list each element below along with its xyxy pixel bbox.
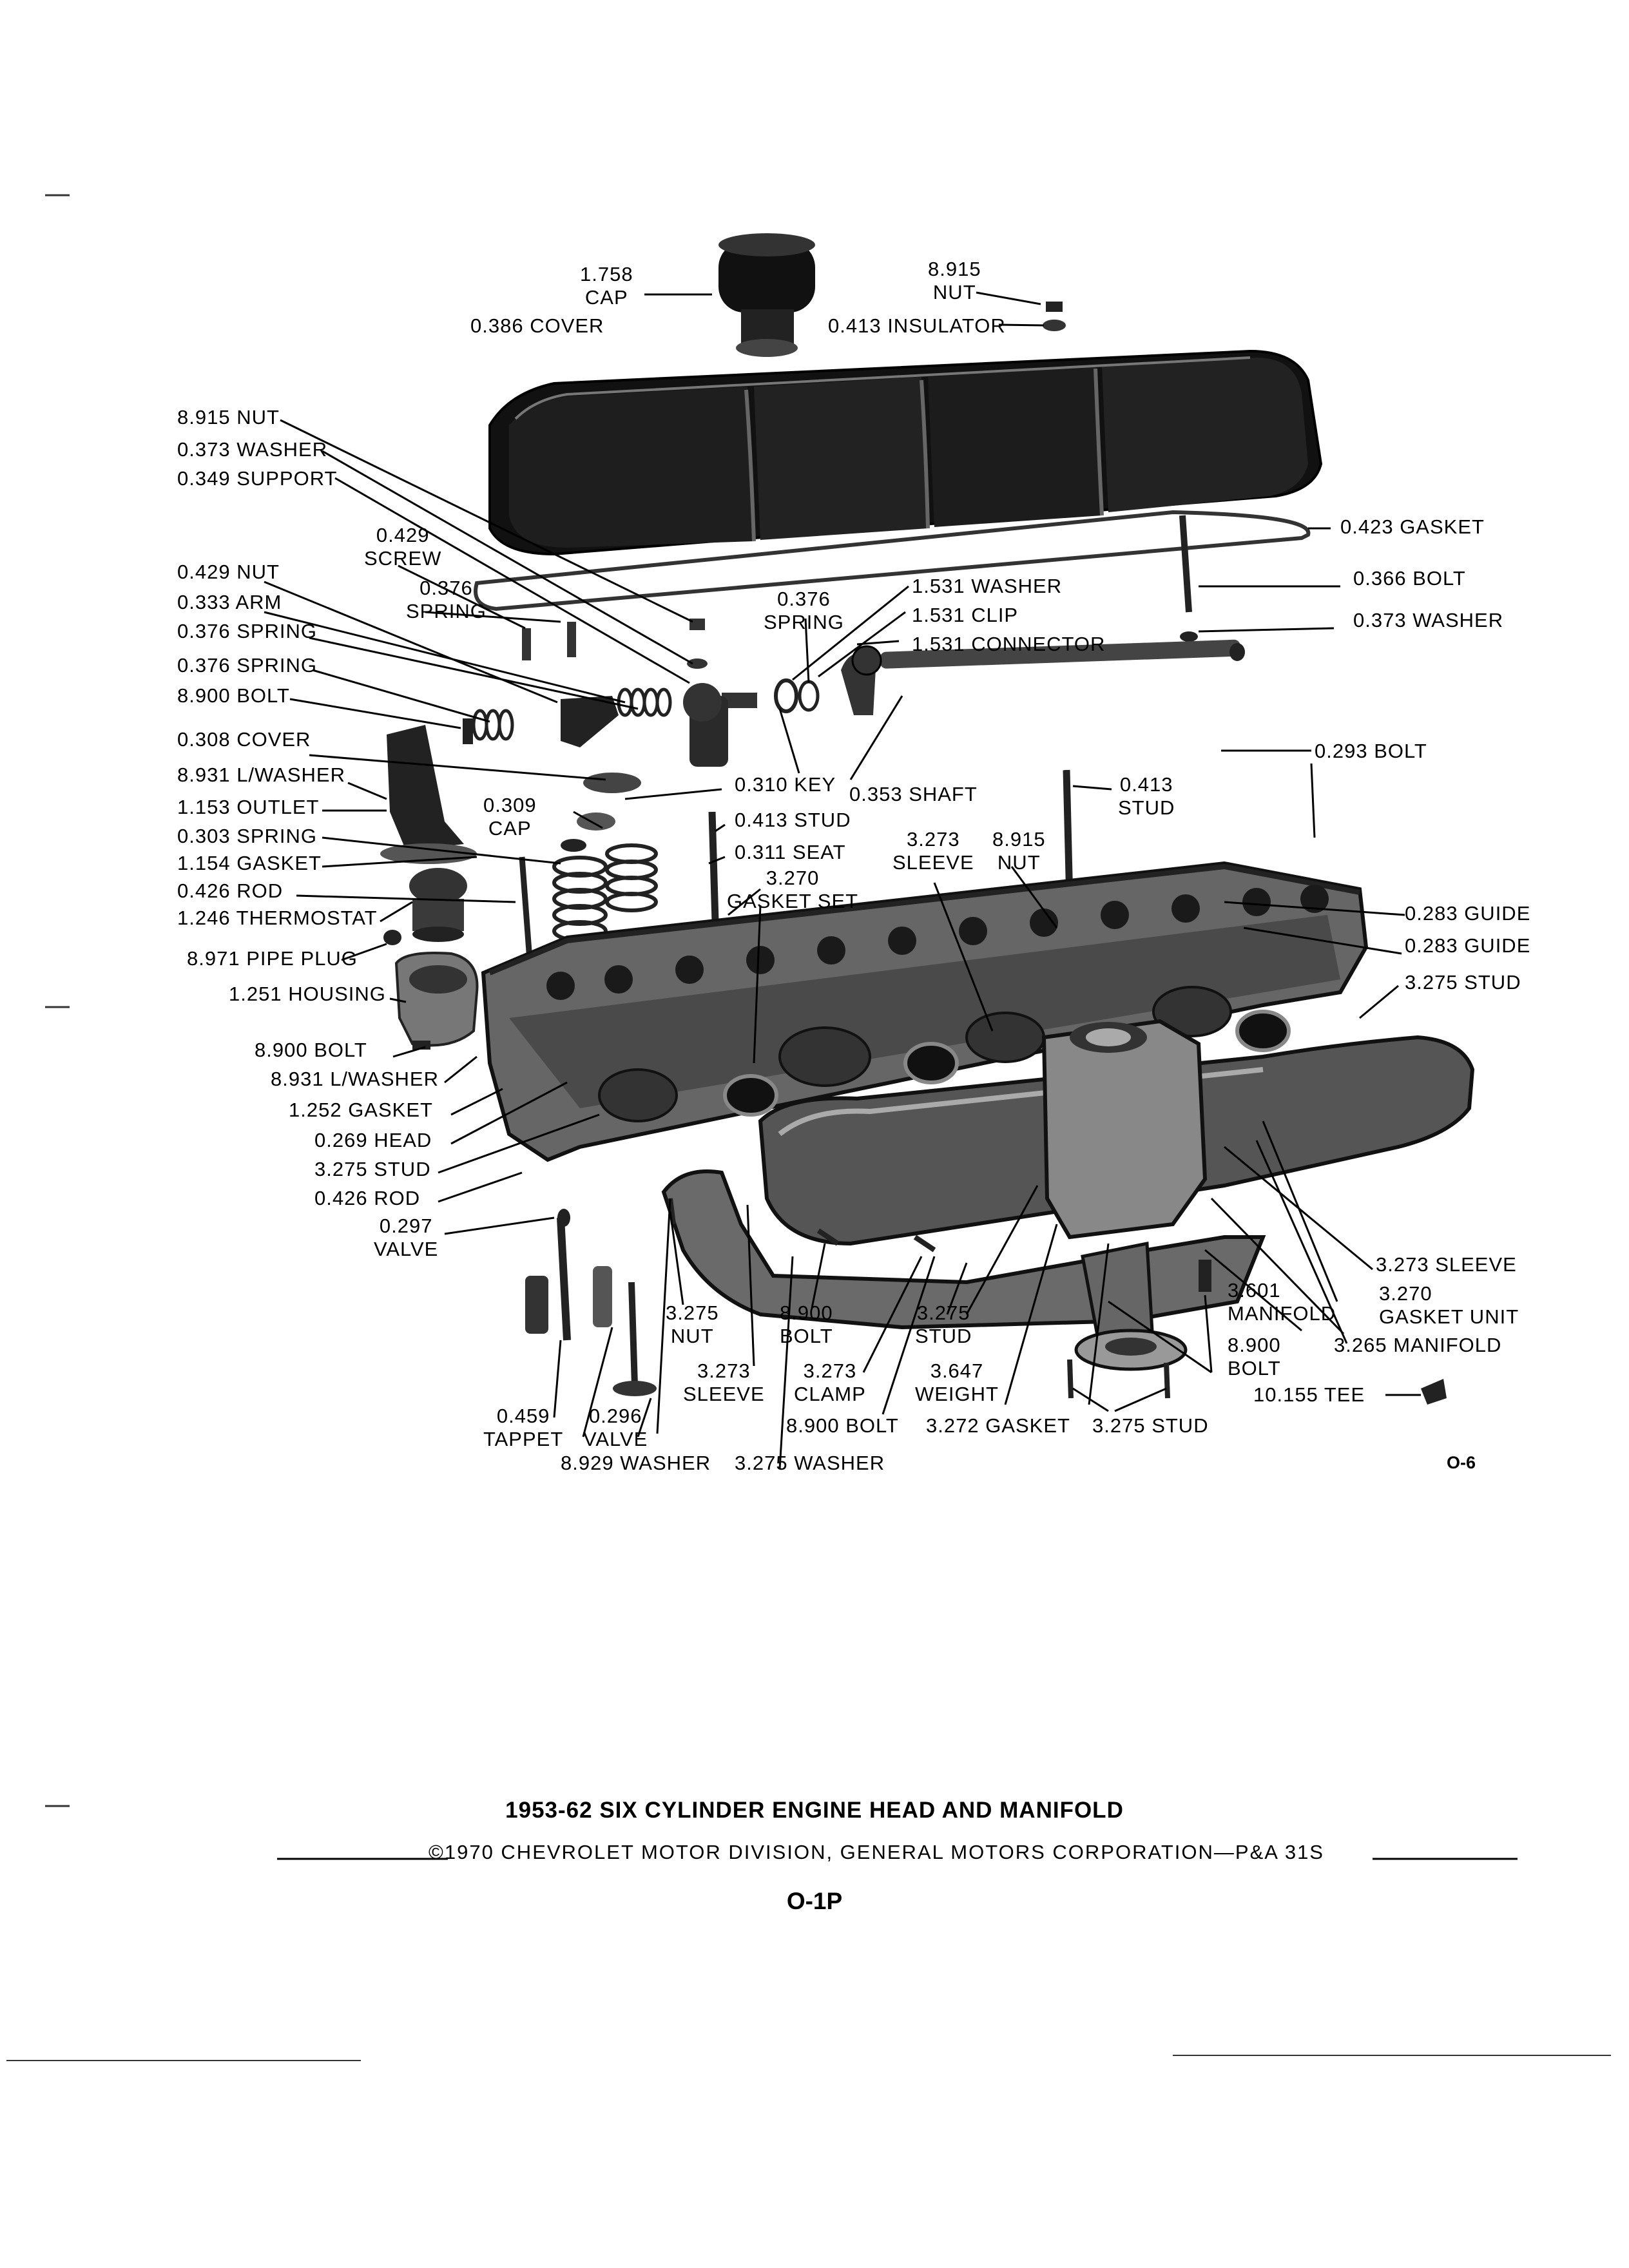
- label-washer-1531: 1.531 WASHER: [912, 575, 1063, 597]
- cylinder-head: [481, 861, 1369, 1162]
- label-nut-8915: 8.915 NUT: [177, 406, 280, 428]
- label-clamp-3273: 3.273 CLAMP: [794, 1360, 866, 1405]
- label-shaft-0353: 0.353 SHAFT: [849, 783, 978, 805]
- leader-lines: [264, 291, 1421, 1470]
- valves-tappets: [525, 1209, 657, 1396]
- label-arm-0333: 0.333 ARM: [177, 591, 282, 613]
- label-washer-8929: 8.929 WASHER: [561, 1452, 711, 1474]
- label-screw-0429: 0.429 SCREW: [364, 524, 442, 570]
- label-nut-8915-top: 8.915 NUT: [928, 258, 981, 303]
- label-spring-0376-a: 0.376 SPRING: [406, 577, 487, 622]
- thermostat-housing-parts: [380, 725, 479, 1050]
- label-seat-0311: 0.311 SEAT: [735, 841, 846, 863]
- label-rod-0426-a: 0.426 ROD: [177, 879, 284, 902]
- label-stud-3275-d: 3.275 STUD: [1405, 971, 1521, 994]
- label-lwasher-8931-b: 8.931 L/WASHER: [271, 1068, 439, 1090]
- label-stud-0413-a: 0.413 STUD: [735, 809, 851, 831]
- label-cover-0308: 0.308 COVER: [177, 728, 311, 751]
- label-cap-0309: 0.309 CAP: [483, 794, 537, 840]
- label-connector-1531: 1.531 CONNECTOR: [912, 633, 1106, 655]
- label-bolt-8900-a: 8.900 BOLT: [177, 684, 290, 707]
- label-head-0269: 0.269 HEAD: [314, 1129, 432, 1151]
- figure-id: O-6: [1447, 1453, 1476, 1472]
- page-number: O-1P: [786, 1888, 843, 1914]
- label-bolt-8900-e: 8.900 BOLT: [1228, 1334, 1281, 1379]
- label-spring-0376-c: 0.376 SPRING: [177, 654, 318, 677]
- label-support-0349: 0.349 SUPPORT: [177, 467, 338, 490]
- label-spring-0303: 0.303 SPRING: [177, 825, 318, 847]
- label-stud-3275-b: 3.275 STUD: [915, 1302, 972, 1347]
- label-clip-1531: 1.531 CLIP: [912, 604, 1019, 626]
- label-washer-0373-r: 0.373 WASHER: [1353, 609, 1504, 631]
- label-spring-0376-d: 0.376 SPRING: [764, 588, 844, 633]
- label-sleeve-3273-a: 3.273 SLEEVE: [683, 1360, 765, 1405]
- label-nut-3275: 3.275 NUT: [666, 1302, 719, 1347]
- label-valve-0297: 0.297 VALVE: [374, 1215, 439, 1260]
- cover-nut-insulator: [1043, 302, 1066, 331]
- label-tee-10155: 10.155 TEE: [1253, 1383, 1365, 1406]
- rocker-shaft-assembly: [463, 619, 1245, 767]
- label-guide-0283-b: 0.283 GUIDE: [1405, 934, 1531, 957]
- label-stud-3275-c: 3.275 STUD: [1092, 1414, 1209, 1437]
- label-pipeplug-8971: 8.971 PIPE PLUG: [187, 947, 358, 970]
- label-gasket-1252: 1.252 GASKET: [289, 1099, 433, 1121]
- label-rod-0426-b: 0.426 ROD: [314, 1187, 421, 1209]
- label-valve-0296: 0.296 VALVE: [583, 1405, 648, 1450]
- label-bolt-0293: 0.293 BOLT: [1315, 740, 1427, 762]
- cover-bolt: [1179, 515, 1192, 613]
- label-bolt-8900-b: 8.900 BOLT: [255, 1039, 367, 1061]
- label-gasket-3272: 3.272 GASKET: [926, 1414, 1070, 1437]
- label-cover-0386: 0.386 COVER: [470, 314, 604, 337]
- label-key-0310: 0.310 KEY: [735, 773, 836, 796]
- manifolds: [661, 1019, 1475, 1405]
- cover-gasket: [474, 510, 1311, 611]
- label-nut-0429: 0.429 NUT: [177, 561, 280, 583]
- label-cap-1758: 1.758 CAP: [580, 263, 633, 309]
- label-tappet-0459: 0.459 TAPPET: [483, 1405, 564, 1450]
- label-manifold-3265: 3.265 MANIFOLD: [1334, 1334, 1502, 1356]
- label-lwasher-8931-a: 8.931 L/WASHER: [177, 764, 345, 786]
- label-washer-0373: 0.373 WASHER: [177, 438, 328, 461]
- label-spring-0376-b: 0.376 SPRING: [177, 620, 318, 642]
- label-thermostat-1246: 1.246 THERMOSTAT: [177, 907, 378, 929]
- label-stud-3275-a: 3.275 STUD: [314, 1158, 431, 1180]
- label-gasket-0423: 0.423 GASKET: [1340, 515, 1485, 538]
- label-gasket-1154: 1.154 GASKET: [177, 852, 322, 874]
- label-nut-8915-b: 8.915 NUT: [992, 828, 1046, 874]
- label-manifold-3601: 3.601 MANIFOLD: [1228, 1279, 1336, 1325]
- label-sleeve-3273-c: 3.273 SLEEVE: [1376, 1253, 1517, 1276]
- label-bolt-8900-c: 8.900 BOLT: [780, 1302, 833, 1347]
- label-washer-3275: 3.275 WASHER: [735, 1452, 885, 1474]
- label-guide-0283-a: 0.283 GUIDE: [1405, 902, 1531, 925]
- label-bolt-8900-d: 8.900 BOLT: [786, 1414, 899, 1437]
- label-weight-3647: 3.647 WEIGHT: [915, 1360, 999, 1405]
- label-gasketset-3270: 3.270 GASKET SET: [727, 867, 859, 912]
- label-bolt-0366: 0.366 BOLT: [1353, 567, 1466, 590]
- page-title: 1953-62 SIX CYLINDER ENGINE HEAD AND MAN…: [505, 1798, 1124, 1823]
- label-outlet-1153: 1.153 OUTLET: [177, 796, 320, 818]
- label-insulator-0413: 0.413 INSULATOR: [828, 314, 1006, 337]
- label-sleeve-3273-b: 3.273 SLEEVE: [892, 828, 974, 874]
- copyright-line: ©1970 CHEVROLET MOTOR DIVISION, GENERAL …: [429, 1841, 1324, 1863]
- label-stud-0413-b: 0.413 STUD: [1118, 773, 1175, 819]
- label-housing-1251: 1.251 HOUSING: [229, 983, 386, 1005]
- breather-cap: [718, 233, 815, 357]
- rocker-cover: [488, 349, 1323, 556]
- label-gasketunit-3270: 3.270 GASKET UNIT: [1379, 1282, 1519, 1328]
